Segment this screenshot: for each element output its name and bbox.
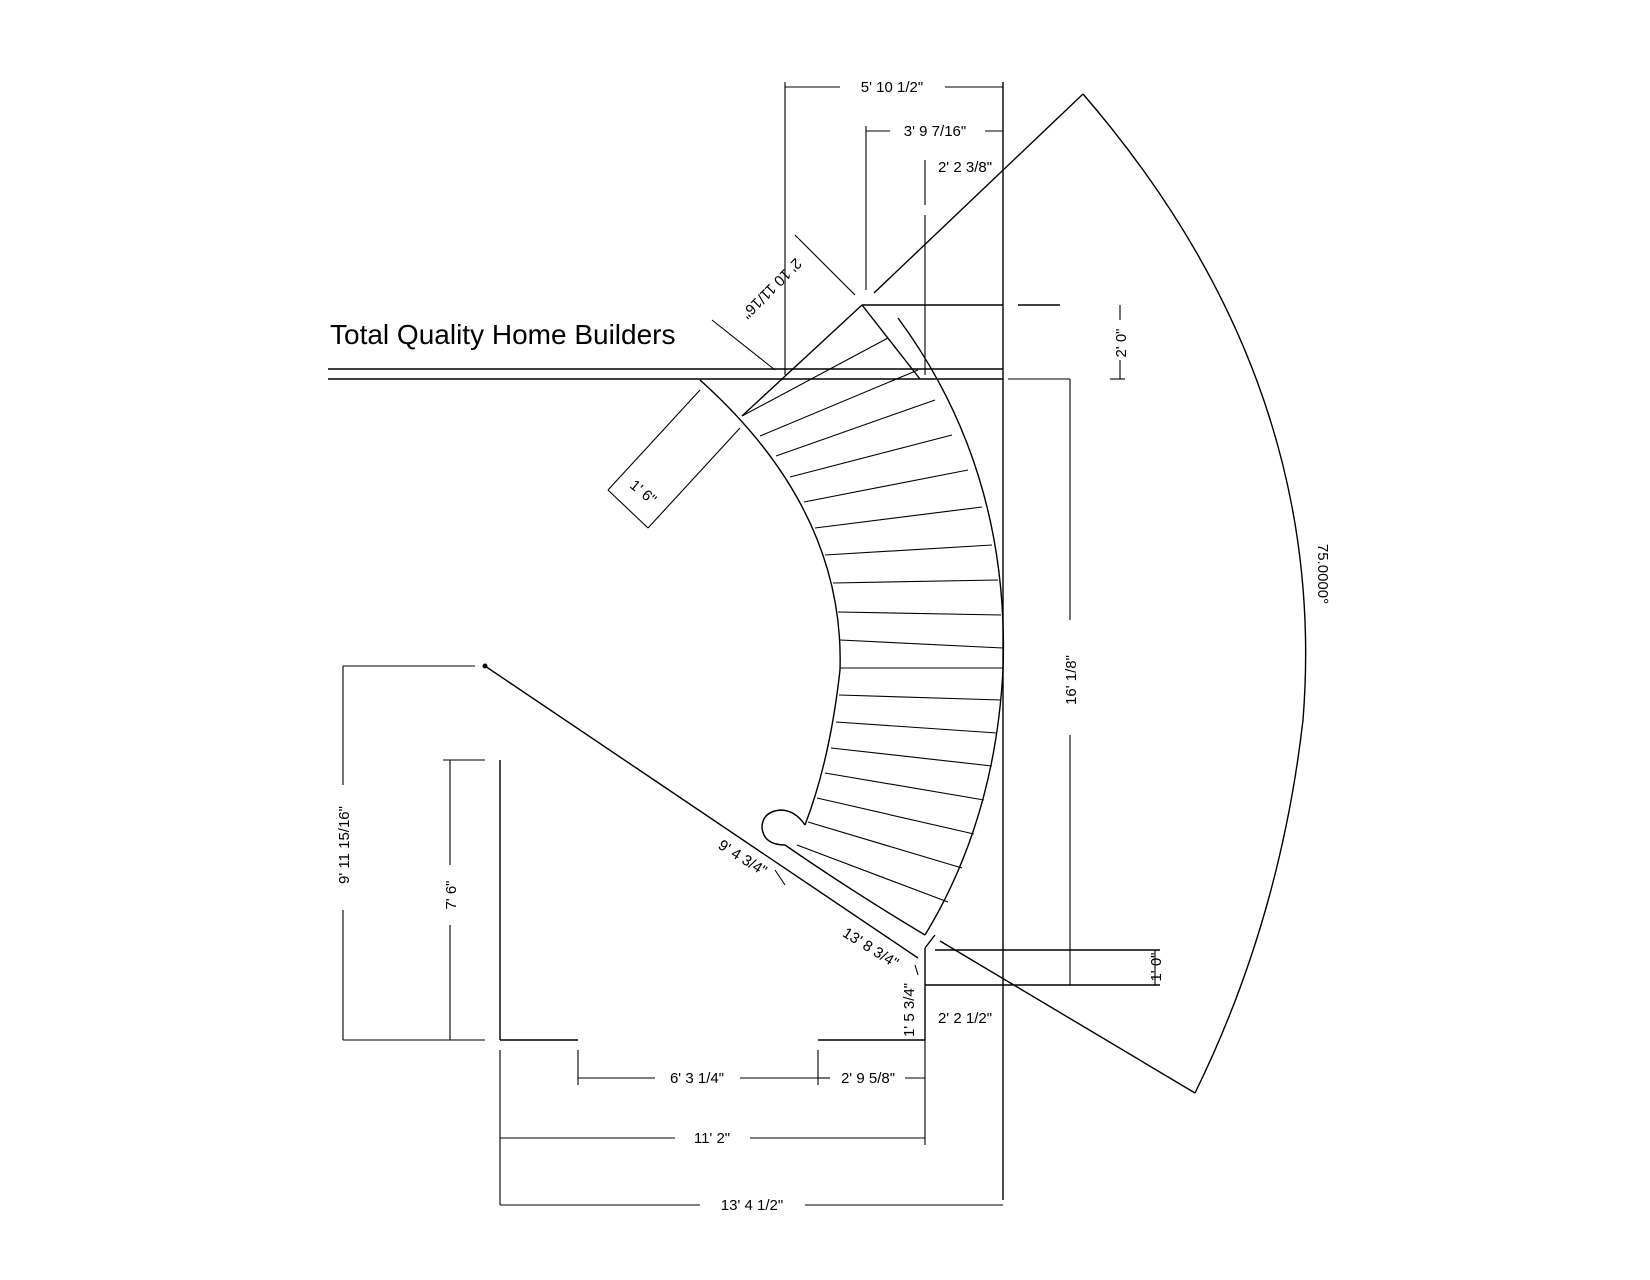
dim-diag-top: 2' 10 11/16" xyxy=(738,255,805,322)
tread xyxy=(807,821,963,869)
dim-tick xyxy=(774,869,786,886)
dim-bottom-11: 11' 2" xyxy=(694,1130,730,1147)
landing-left-edge xyxy=(741,304,863,417)
dim-left-inner-height: 7' 6" xyxy=(443,880,460,909)
dim-tick xyxy=(914,964,919,976)
dim-bottom-total: 13' 4 1/2" xyxy=(721,1197,783,1214)
dim-ext xyxy=(647,427,741,529)
tread xyxy=(832,579,999,584)
tread xyxy=(759,369,919,437)
tread xyxy=(839,639,1004,649)
tread xyxy=(835,721,998,734)
dim-diag-outer: 13' 8 3/4" xyxy=(839,924,901,971)
radial-line-outer-lower xyxy=(939,940,1196,1094)
radial-line-lower xyxy=(484,665,919,959)
tread xyxy=(803,469,969,503)
bullnose-step xyxy=(761,809,926,936)
dim-ext xyxy=(607,389,701,491)
tread xyxy=(796,844,949,903)
dim-bottom-small: 2' 9 5/8" xyxy=(841,1070,895,1087)
tread xyxy=(838,694,1002,701)
dim-ext-diag xyxy=(794,234,856,296)
dim-top-width: 5' 10 1/2" xyxy=(861,79,923,96)
dim-top-inner: 3' 9 7/16" xyxy=(904,123,966,140)
dim-bottom-mid: 6' 3 1/4" xyxy=(670,1070,724,1087)
dim-right-height: 16' 1/8" xyxy=(1063,655,1080,705)
bottom-step-corner xyxy=(924,934,936,949)
stair-treads xyxy=(741,337,1004,903)
tread xyxy=(824,544,993,556)
tread xyxy=(814,506,983,529)
tread xyxy=(830,747,993,767)
dim-landing-depth: 2' 0" xyxy=(1113,328,1130,357)
tread xyxy=(837,611,1002,616)
arc-angle-label: 75.0000° xyxy=(1314,544,1331,604)
tread xyxy=(789,434,953,478)
dim-line xyxy=(607,489,649,529)
dim-bottom-right: 2' 2 1/2" xyxy=(938,1010,992,1027)
dim-left-outer-height: 9' 11 15/16" xyxy=(336,806,353,884)
dim-bottom-step: 1' 0" xyxy=(1148,952,1165,981)
stair-outer-stringer xyxy=(897,317,1005,936)
dim-bottom-rise: 1' 5 3/4" xyxy=(901,983,918,1037)
stair-inner-stringer xyxy=(699,379,841,826)
tread xyxy=(816,797,975,835)
angle-arc xyxy=(1082,93,1307,1094)
arc-center-point xyxy=(482,663,488,669)
dim-ext-diag xyxy=(711,319,776,371)
radial-line-outer-upper xyxy=(873,93,1084,294)
dim-top-small: 2' 2 3/8" xyxy=(938,159,992,176)
tread xyxy=(741,337,889,417)
landing-right-edge xyxy=(861,304,921,380)
dim-tread-width: 1' 6" xyxy=(626,477,659,509)
drawing-title: Total Quality Home Builders xyxy=(330,319,675,350)
tread xyxy=(775,399,936,457)
dim-diag-inner: 9' 4 3/4" xyxy=(715,837,770,880)
tread xyxy=(824,772,985,801)
